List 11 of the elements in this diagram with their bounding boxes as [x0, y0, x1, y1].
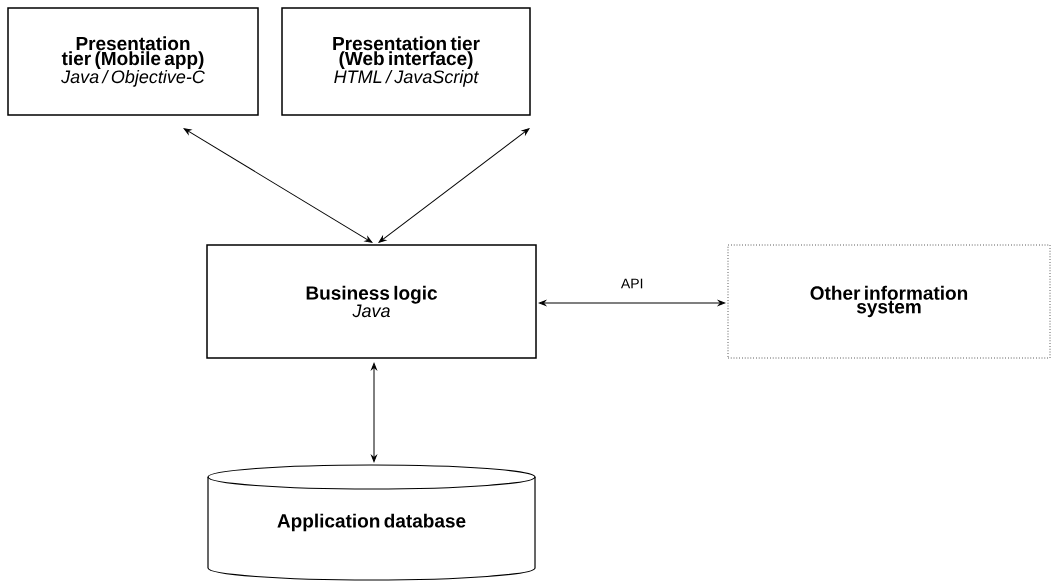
external-system-box: Other information system — [727, 244, 1051, 359]
process-box: Business logic Java — [206, 244, 537, 359]
arrow — [183, 128, 373, 243]
node-label: Application database — [277, 513, 466, 532]
database-cylinder: Application database — [207, 464, 536, 581]
process-box: Presentation tier (Mobile app) Java / Objective-C — [7, 7, 259, 116]
arrow — [371, 362, 377, 463]
process-box: Presentation tier (Web interface) HTML / JavaScript — [281, 7, 531, 116]
arrow — [378, 128, 530, 243]
edge-label: API — [619, 277, 645, 290]
arrow — [538, 300, 726, 306]
